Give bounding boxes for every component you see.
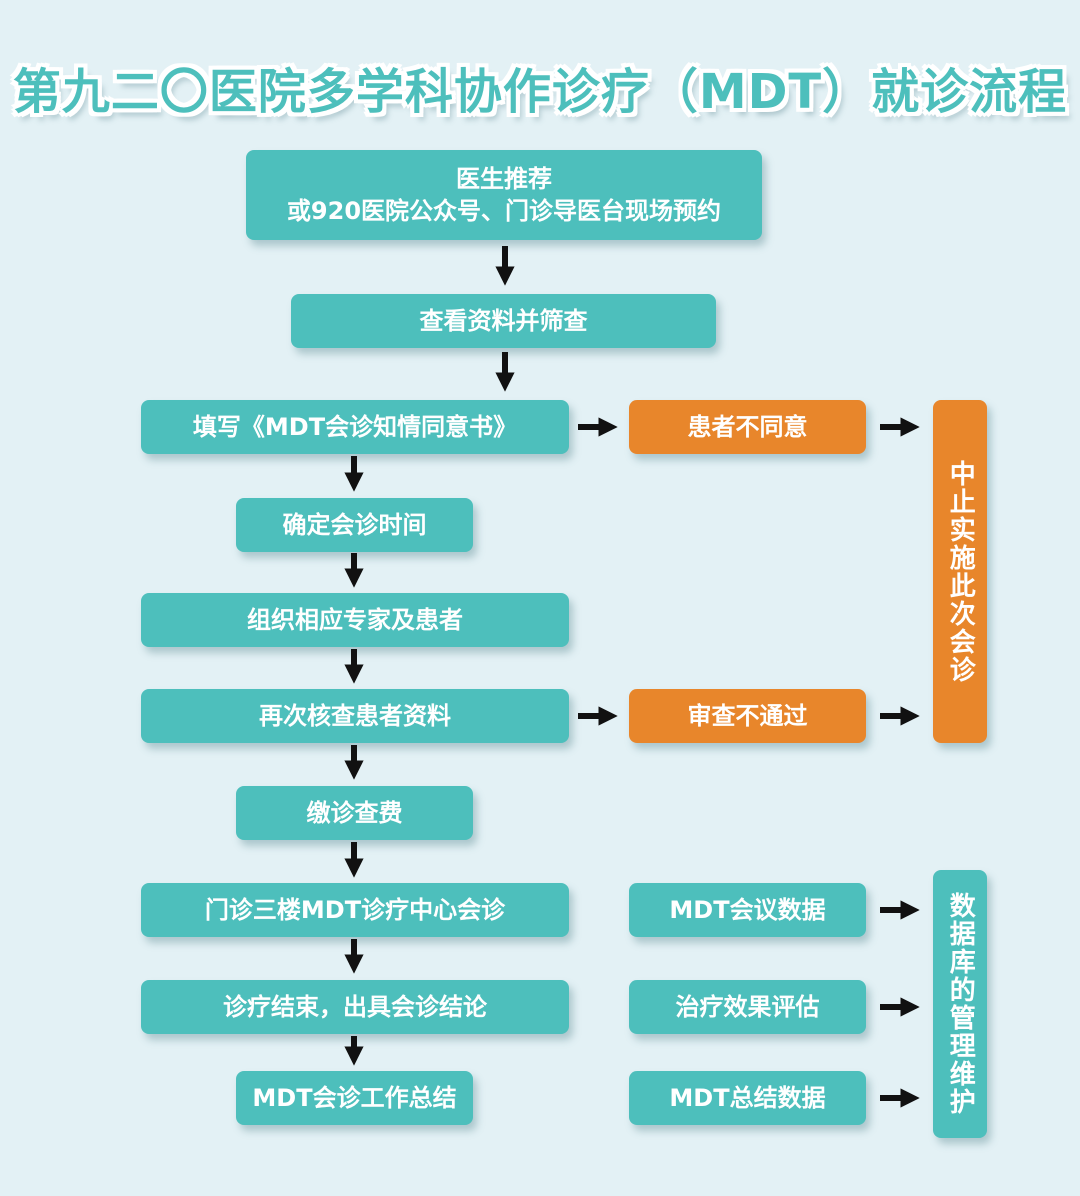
page-title: 第九二〇医院多学科协作诊疗（MDT）就诊流程: [12, 64, 1068, 120]
step-consent: 填写《MDT会诊知情同意书》: [141, 400, 569, 454]
step-pay: 缴诊查费: [236, 786, 473, 840]
db-meeting-data: MDT会议数据: [629, 883, 866, 937]
db-maintenance: 数据库的管理维护: [933, 870, 987, 1138]
branch-terminate: 中止实施此次会诊: [933, 400, 987, 743]
branch-fail-review: 审查不通过: [629, 689, 866, 743]
step-organize: 组织相应专家及患者: [141, 593, 569, 647]
db-effect-eval: 治疗效果评估: [629, 980, 866, 1034]
step-recheck: 再次核查患者资料: [141, 689, 569, 743]
db-summary-data: MDT总结数据: [629, 1071, 866, 1125]
step-recommend: 医生推荐 或920医院公众号、门诊导医台现场预约: [246, 150, 762, 240]
step-recommend-line1: 医生推荐: [456, 164, 552, 193]
step-screen: 查看资料并筛查: [291, 294, 716, 348]
step-schedule: 确定会诊时间: [236, 498, 473, 552]
step-summary: MDT会诊工作总结: [236, 1071, 473, 1125]
branch-disagree: 患者不同意: [629, 400, 866, 454]
step-consult: 门诊三楼MDT诊疗中心会诊: [141, 883, 569, 937]
step-conclude: 诊疗结束，出具会诊结论: [141, 980, 569, 1034]
step-recommend-line2: 或920医院公众号、门诊导医台现场预约: [286, 197, 722, 225]
